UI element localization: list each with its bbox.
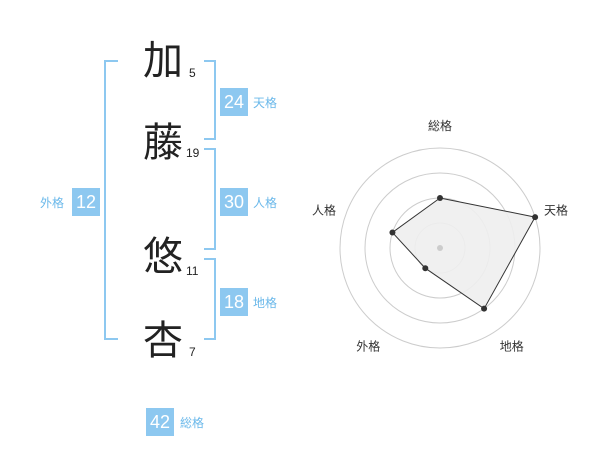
gaikaku-label: 外格 [40,196,65,210]
soukaku-value: 42 [146,408,174,436]
jinkaku-label: 人格 [253,196,278,210]
radar-point [481,305,488,312]
chikaku-bracket [204,258,216,340]
name-char-3: 悠 [143,234,183,280]
stroke-count-4: 7 [189,345,196,359]
radar-axis-label: 総格 [428,118,452,133]
name-char-2: 藤 [143,120,183,166]
tenkaku-value: 24 [220,88,248,116]
stroke-count-1: 5 [189,66,196,80]
jinkaku-value: 30 [220,188,248,216]
radar-ring [339,147,541,349]
soukaku-label: 総格 [180,416,205,430]
radar-point [437,195,443,201]
name-char-4: 杏 [143,318,183,364]
tenkaku-bracket [204,60,216,140]
jinkaku-bracket [204,148,216,250]
gaikaku-value: 12 [72,188,100,216]
radar-axis-label: 外格 [356,339,380,354]
stroke-count-3: 11 [186,264,199,278]
stroke-count-2: 19 [186,146,200,160]
chikaku-value: 18 [220,288,248,316]
radar-point [389,229,396,236]
radar-point [532,214,539,221]
tenkaku-label: 天格 [253,96,278,110]
radar-axis-label: 人格 [312,202,336,217]
radar-polygon [391,197,536,310]
chikaku-label: 地格 [253,296,278,310]
gaikaku-bracket [104,60,118,340]
name-char-1: 加 [143,38,183,84]
radar-axis-label: 地格 [500,339,524,354]
radar-point [422,265,429,272]
radar-center-dot [437,245,443,251]
radar-axis-label: 天格 [544,202,568,217]
